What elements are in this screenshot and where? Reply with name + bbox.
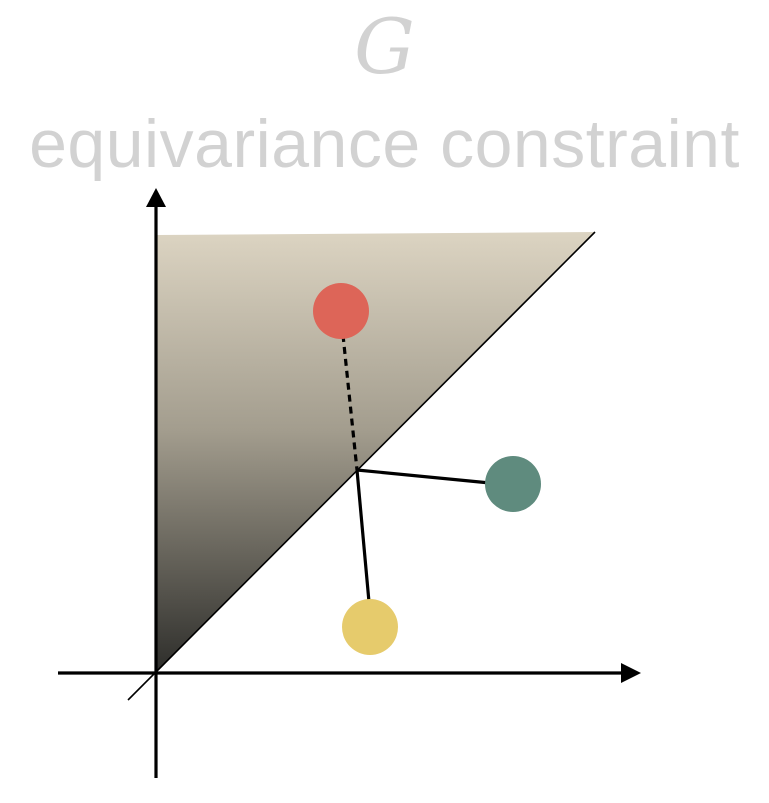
teal-projection-line [356, 468, 491, 485]
yellow-point [342, 599, 398, 655]
teal-point [485, 456, 541, 512]
x-axis-arrowhead [621, 663, 641, 683]
y-axis-arrowhead [146, 188, 166, 207]
yellow-projection-line [355, 469, 371, 603]
red-projection-dashed [341, 334, 359, 471]
group-symbol-g: G [354, 2, 415, 91]
red-point [313, 283, 369, 339]
equivariance-constraint-label: equivariance constraint [29, 106, 740, 182]
boundary-line [127, 231, 596, 701]
